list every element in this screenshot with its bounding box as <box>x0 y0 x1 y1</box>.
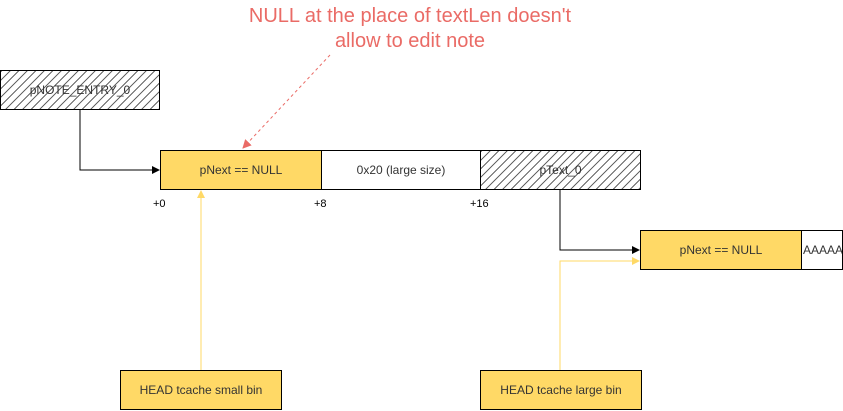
ptext-to-text-chunk-arrow <box>559 190 640 254</box>
chunk-size-cell: 0x20 (large size) <box>321 150 481 190</box>
note-entry-box: pNOTE_ENTRY_0 <box>0 70 160 110</box>
chunk-size-label: 0x20 (large size) <box>356 163 446 177</box>
text-chunk-data-cell: AAAAA <box>801 230 843 270</box>
text-chunk-pnext-label: pNext == NULL <box>679 243 763 257</box>
chunk-pnext-label: pNext == NULL <box>199 163 283 177</box>
offset-label-8: +8 <box>314 198 327 210</box>
offset-label-16: +16 <box>470 198 489 210</box>
entry-to-chunk-arrow <box>79 110 160 174</box>
annotation-line-1: NULL at the place of textLen doesn't <box>248 5 572 27</box>
large-bin-head-box: HEAD tcache large bin <box>480 370 642 410</box>
large-bin-arrow <box>559 257 640 370</box>
text-chunk-pnext-cell: pNext == NULL <box>640 230 802 270</box>
small-bin-head-box: HEAD tcache small bin <box>120 370 282 410</box>
chunk-ptext-label: pText_0 <box>539 163 582 177</box>
annotation-arrow <box>242 54 331 149</box>
annotation-text: NULL at the place of textLen doesn't all… <box>200 4 620 54</box>
note-entry-label: pNOTE_ENTRY_0 <box>29 83 131 97</box>
text-chunk-data-label: AAAAA <box>803 243 843 257</box>
small-bin-head-label: HEAD tcache small bin <box>139 383 263 397</box>
annotation-line-2: allow to edit note <box>334 30 486 52</box>
chunk-ptext-cell: pText_0 <box>480 150 641 190</box>
offset-label-0: +0 <box>153 198 166 210</box>
large-bin-head-label: HEAD tcache large bin <box>500 383 622 397</box>
chunk-pnext-cell: pNext == NULL <box>160 150 322 190</box>
